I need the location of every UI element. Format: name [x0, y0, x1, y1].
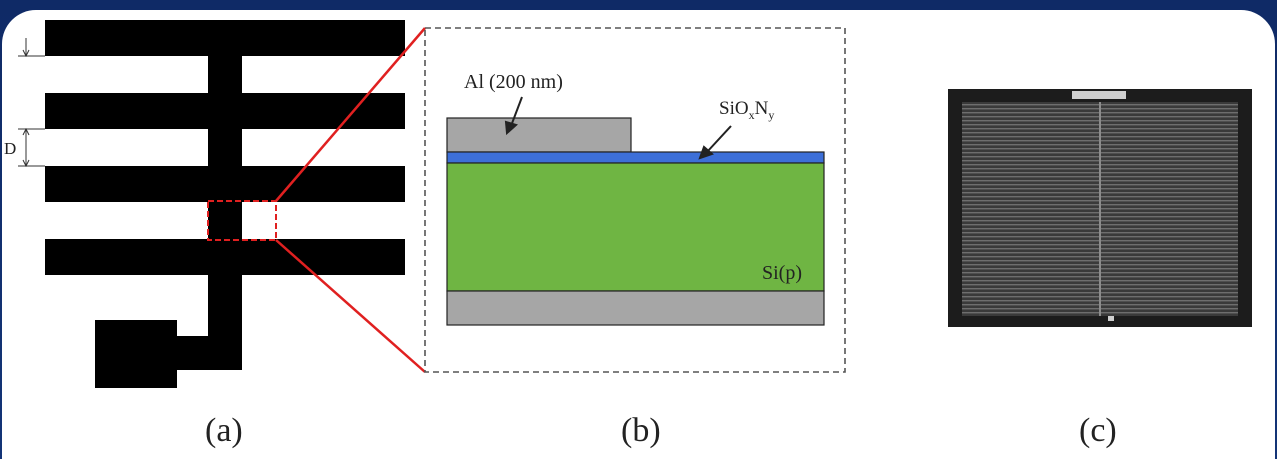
- caption-a: (a): [205, 412, 243, 449]
- silicon-label: Si(p): [762, 262, 802, 284]
- electrode-connector: [165, 336, 242, 370]
- oxynitride-label: SiOxNy: [719, 98, 774, 122]
- back-contact-layer: [446, 290, 825, 326]
- oxynitride-label-sub-x: x: [749, 108, 755, 122]
- aluminum-label: Al (200 nm): [464, 71, 563, 93]
- caption-b: (b): [621, 412, 661, 449]
- oxynitride-pointer-arrow: [698, 125, 732, 160]
- oxynitride-label-sub-y: y: [768, 108, 774, 122]
- gap-dimension-d: [18, 127, 45, 168]
- comb-electrode-diagram: D: [4, 20, 405, 388]
- silicon-substrate: [446, 162, 825, 292]
- cross-section-diagram: Al (200 nm) SiOxNy Si(p): [424, 27, 846, 373]
- zoom-detail-frame: [424, 27, 846, 373]
- gap-dimension-top: [18, 38, 45, 58]
- gap-dimension-label: D: [4, 139, 16, 158]
- electrode-bus-bar: [208, 20, 242, 370]
- zoom-region-box: [207, 200, 277, 241]
- contact-pad: [95, 320, 177, 388]
- oxynitride-layer: [446, 151, 825, 164]
- oxynitride-label-base: SiO: [719, 98, 749, 119]
- zoom-connector-lines: [275, 27, 426, 373]
- micrograph-top-pad: [1072, 91, 1126, 99]
- aluminum-pointer-arrow: [504, 96, 523, 136]
- oxynitride-label-n: N: [755, 98, 769, 119]
- caption-c: (c): [1079, 412, 1117, 449]
- device-micrograph: [948, 89, 1252, 327]
- micrograph-bottom-mark: [1108, 316, 1114, 321]
- aluminum-layer: [446, 117, 632, 153]
